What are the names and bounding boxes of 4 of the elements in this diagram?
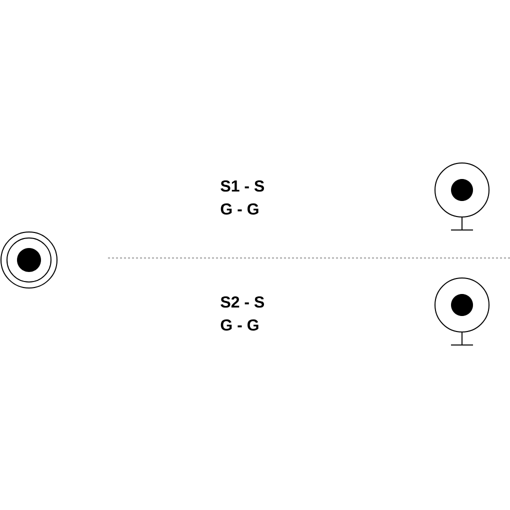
pin-label: S1 - S (220, 180, 264, 192)
pin-label: S2 - S (220, 296, 264, 308)
pin-label: G - G (220, 203, 258, 215)
pin-label: G - G (220, 319, 258, 331)
